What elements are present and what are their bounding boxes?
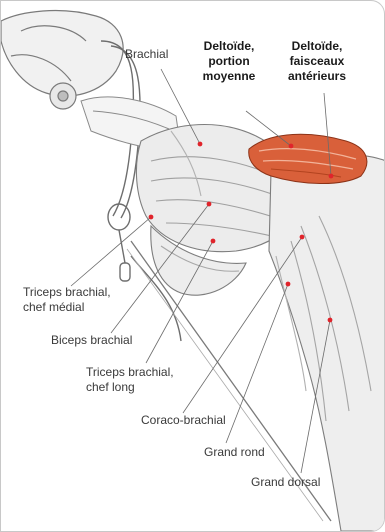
label-deltoide-faisceaux-anterieurs: Deltoïde, faisceaux antérieurs (279, 39, 355, 84)
label-triceps-chef-medial: Triceps brachial, chef médial (23, 285, 111, 315)
pulley-housing (1, 11, 123, 109)
label-triceps-medial-line-2: chef médial (23, 300, 111, 315)
marker-deltoide-anterieurs (329, 174, 334, 179)
label-deltoide-ant-line-3: antérieurs (279, 69, 355, 84)
label-brachial: Brachial (125, 47, 168, 62)
label-triceps-long-line-2: chef long (86, 380, 174, 395)
marker-deltoide-moyenne (289, 144, 294, 149)
label-grand-rond: Grand rond (204, 445, 265, 460)
label-triceps-chef-long: Triceps brachial, chef long (86, 365, 174, 395)
marker-grand-dorsal (328, 318, 333, 323)
marker-triceps-long (211, 239, 216, 244)
marker-triceps-medial (149, 215, 154, 220)
label-deltoide-moyenne-line-3: moyenne (191, 69, 267, 84)
label-triceps-long-line-1: Triceps brachial, (86, 365, 174, 380)
label-deltoide-ant-line-1: Deltoïde, (279, 39, 355, 54)
marker-coraco (300, 235, 305, 240)
label-deltoide-moyenne-line-2: portion (191, 54, 267, 69)
marker-biceps (207, 202, 212, 207)
label-biceps-brachial: Biceps brachial (51, 333, 132, 348)
marker-grand-rond (286, 282, 291, 287)
label-triceps-medial-line-1: Triceps brachial, (23, 285, 111, 300)
label-grand-dorsal: Grand dorsal (251, 475, 320, 490)
marker-brachial (198, 142, 203, 147)
label-deltoide-portion-moyenne: Deltoïde, portion moyenne (191, 39, 267, 84)
label-coraco-brachial: Coraco-brachial (141, 413, 226, 428)
label-deltoide-ant-line-2: faisceaux (279, 54, 355, 69)
label-deltoide-moyenne-line-1: Deltoïde, (191, 39, 267, 54)
